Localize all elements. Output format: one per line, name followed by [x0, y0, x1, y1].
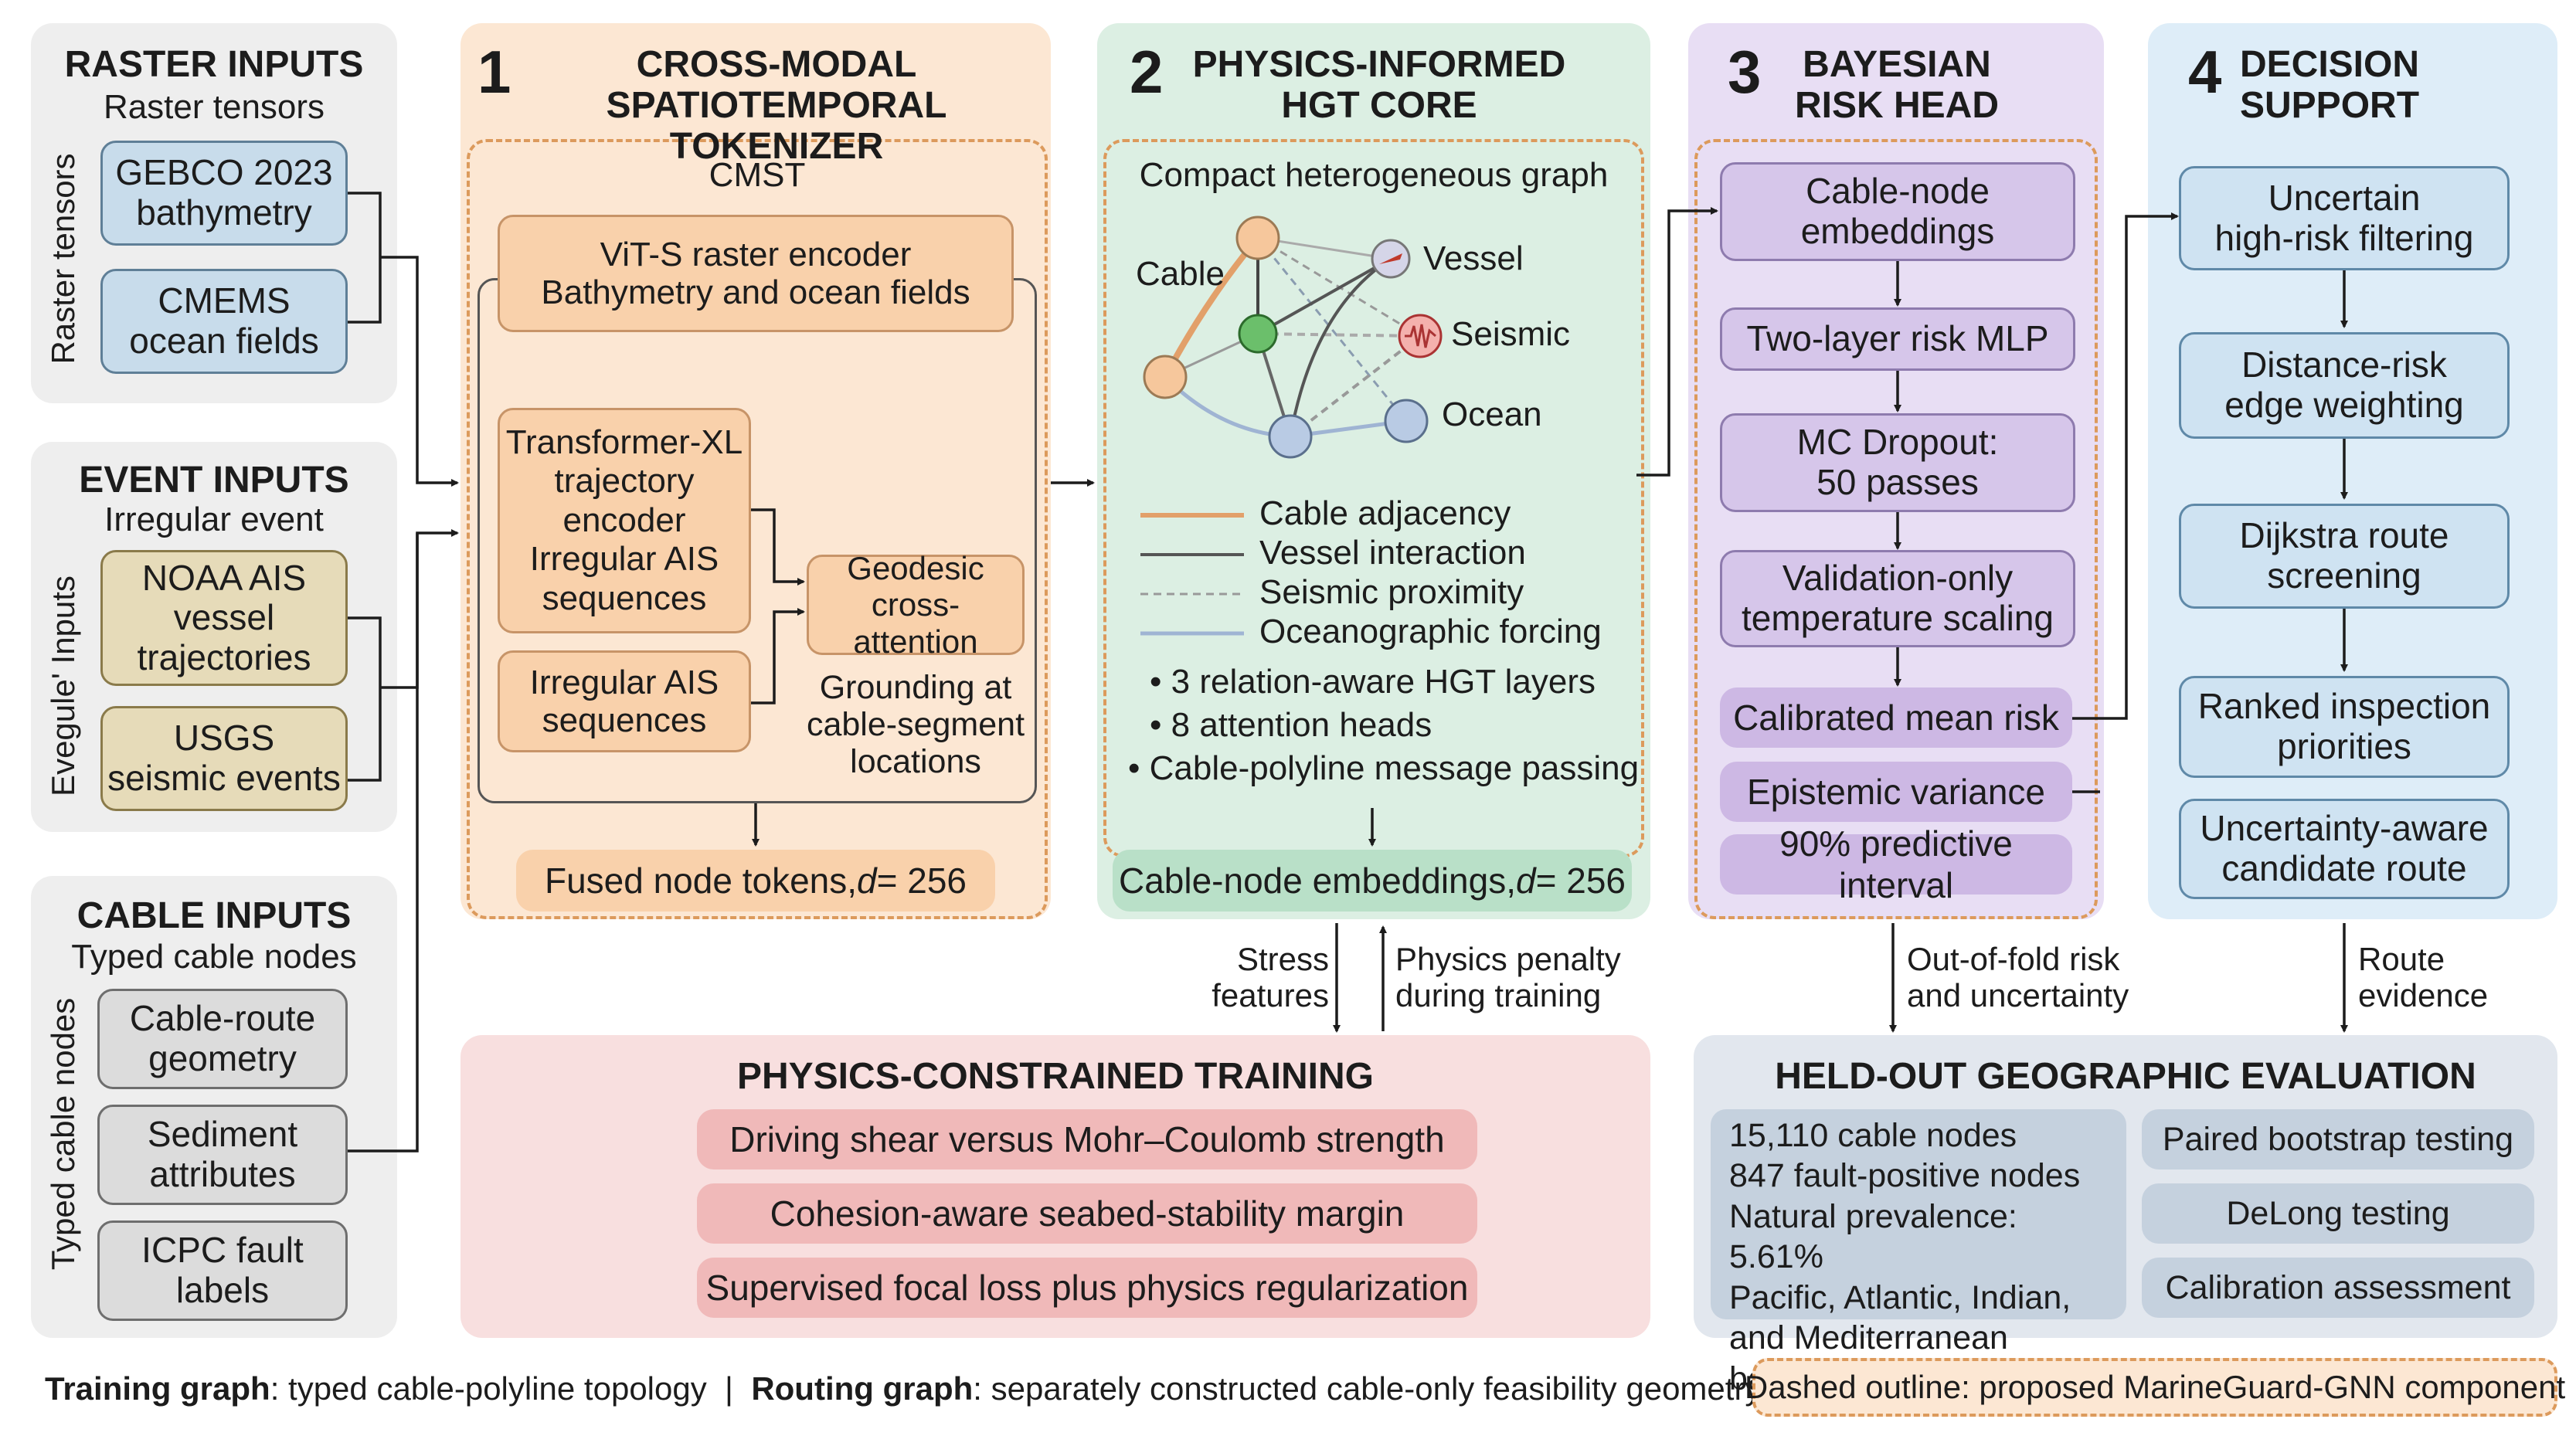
sediment-box: Sediment attributes: [97, 1105, 348, 1205]
cable-route-box: Cable-route geometry: [97, 989, 348, 1089]
bullet-attention-heads: • 8 attention heads: [1150, 706, 1432, 744]
graph-node-vessel-label: Vessel: [1423, 239, 1524, 277]
training-title: PHYSICS-CONSTRAINED TRAINING: [736, 1056, 1375, 1097]
predictive-interval: 90% predictive interval: [1720, 823, 2072, 905]
eval-test-calibration: Calibration assessment: [2142, 1258, 2534, 1318]
footer-training-desc: : typed cable-polyline topology |: [270, 1370, 752, 1407]
legend-vessel-interaction: Vessel interaction: [1259, 534, 1526, 572]
eval-test-bootstrap: Paired bootstrap testing: [2142, 1109, 2534, 1170]
cable-subtitle: Typed cable nodes: [71, 938, 357, 976]
risk-title: BAYESIAN RISK HEAD: [1794, 44, 2000, 126]
risk-step-mc-dropout: MC Dropout: 50 passes: [1720, 413, 2075, 512]
cable-embeddings-value: = 256: [1535, 861, 1626, 901]
calibrated-mean-risk: Calibrated mean risk: [1720, 687, 2072, 748]
risk-number: 3: [1728, 38, 1762, 106]
stress-features-label: Stress features: [1212, 941, 1329, 1014]
decision-title: DECISION SUPPORT: [2239, 44, 2420, 126]
risk-step-mlp: Two-layer risk MLP: [1720, 307, 2075, 371]
bullet-message-passing: • Cable-polyline message passing: [1128, 749, 1640, 787]
training-item-shear: Driving shear versus Mohr–Coulomb streng…: [697, 1109, 1477, 1170]
epistemic-variance: Epistemic variance: [1720, 762, 2072, 822]
cable-embeddings-text: Cable-node embeddings,: [1118, 861, 1517, 901]
grounding-label: Grounding at cable-segment locations: [806, 669, 1025, 781]
legend-cable-adjacency: Cable adjacency: [1259, 494, 1511, 532]
footer-routing-graph: Routing graph: [751, 1370, 974, 1407]
graph-node-seismic-label: Seismic: [1451, 315, 1571, 353]
legend-seismic-proximity: Seismic proximity: [1259, 573, 1524, 611]
tokenizer-title: CROSS-MODAL SPATIOTEMPORAL TOKENIZER: [606, 44, 947, 167]
decision-number: 4: [2188, 38, 2222, 106]
fused-tokens-symbol: d: [857, 861, 877, 901]
training-item-cohesion: Cohesion-aware seabed-stability margin: [697, 1183, 1477, 1244]
tokenizer-dashed-outline: [467, 139, 1048, 919]
hgt-number: 2: [1130, 38, 1164, 106]
cable-title: CABLE INPUTS: [76, 895, 352, 936]
tokenizer-number: 1: [477, 38, 511, 106]
footer-legend: Dashed outline: proposed MarineGuard-GNN…: [1745, 1358, 2565, 1417]
eval-test-delong: DeLong testing: [2142, 1183, 2534, 1244]
hgt-core-panel: [1097, 23, 1650, 919]
bullet-hgt-layers: • 3 relation-aware HGT layers: [1150, 663, 1596, 701]
noaa-ais-box: NOAA AIS vessel trajectories: [100, 550, 348, 686]
gebco-box: GEBCO 2023 bathymetry: [100, 141, 348, 246]
decision-step-dijkstra: Dijkstra route screening: [2179, 504, 2510, 609]
graph-node-ocean-label: Ocean: [1442, 395, 1542, 433]
evaluation-title: HELD-OUT GEOGRAPHIC EVALUATION: [1775, 1056, 2476, 1097]
risk-step-temperature: Validation-only temperature scaling: [1720, 550, 2075, 647]
graph-title: Compact heterogeneous graph: [1139, 156, 1609, 194]
icpc-box: ICPC fault labels: [97, 1220, 348, 1321]
cmst-label: CMST: [709, 156, 806, 194]
hgt-title: PHYSICS-INFORMED HGT CORE: [1192, 44, 1566, 126]
fused-tokens-text: Fused node tokens,: [544, 861, 858, 901]
footer-caption: Training graph: typed cable-polyline top…: [45, 1370, 1761, 1407]
fused-tokens-value: = 256: [876, 861, 967, 901]
cmems-box: CMEMS ocean fields: [100, 269, 348, 374]
cable-embeddings-output: Cable-node embeddings, d = 256: [1113, 850, 1632, 912]
risk-step-embeddings: Cable-node embeddings: [1720, 162, 2075, 261]
raster-subtitle: Raster tensors: [103, 88, 325, 126]
decision-step-route: Uncertainty-aware candidate route: [2179, 799, 2510, 899]
legend-oceanographic-forcing: Oceanographic forcing: [1259, 613, 1602, 650]
decision-step-filtering: Uncertain high-risk filtering: [2179, 166, 2510, 270]
footer-routing-desc: : separately constructed cable-only feas…: [973, 1370, 1762, 1407]
route-evidence-label: Route evidence: [2358, 941, 2489, 1014]
decision-step-ranked: Ranked inspection priorities: [2179, 676, 2510, 778]
vit-encoder-box: ViT-S raster encoder Bathymetry and ocea…: [498, 215, 1014, 332]
raster-title: RASTER INPUTS: [64, 44, 364, 85]
oof-risk-label: Out-of-fold risk and uncertainty: [1907, 941, 2129, 1014]
graph-node-cable-label: Cable: [1136, 255, 1225, 293]
training-item-focal-loss: Supervised focal loss plus physics regul…: [697, 1258, 1477, 1318]
geodesic-attention-box: Geodesic cross-attention: [807, 550, 1025, 660]
usgs-box: USGS seismic events: [100, 706, 348, 811]
risk-dashed-outline: [1694, 139, 2098, 919]
evaluation-stats: 15,110 cable nodes 847 fault-positive no…: [1711, 1109, 2126, 1397]
fused-tokens-output: Fused node tokens, d = 256: [516, 850, 995, 912]
decision-step-weighting: Distance-risk edge weighting: [2179, 332, 2510, 439]
cable-embeddings-symbol: d: [1516, 861, 1536, 901]
irregular-ais-box: Irregular AIS sequences: [498, 650, 751, 752]
event-title: EVENT INPUTS: [79, 460, 349, 501]
footer-training-graph: Training graph: [45, 1370, 270, 1407]
transformer-xl-box: Transformer-XL trajectory encoder Irregu…: [498, 408, 751, 633]
physics-penalty-label: Physics penalty during training: [1395, 941, 1621, 1014]
